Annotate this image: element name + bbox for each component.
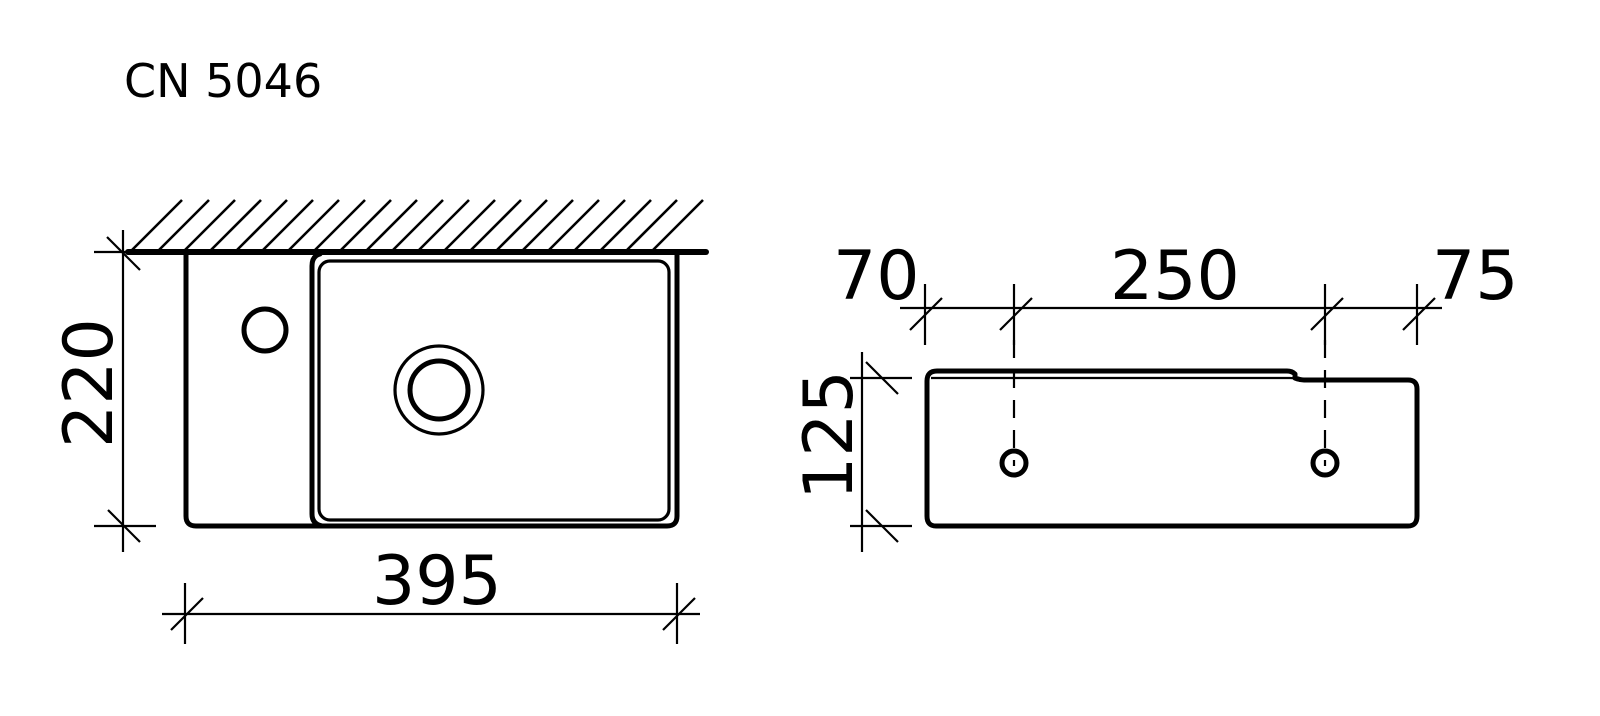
height-dimension-label: 125 <box>790 370 869 500</box>
dimension-chain-top: 70 250 75 <box>833 237 1519 345</box>
left-offset-dimension-label: 70 <box>833 237 920 316</box>
mounting-hole-right <box>1310 448 1340 478</box>
right-offset-dimension-label: 75 <box>1432 237 1519 316</box>
depth-dimension-label: 220 <box>50 318 129 448</box>
bowl-rim <box>317 259 671 522</box>
deck-divider <box>309 251 325 529</box>
side-view: 70 250 75 125 <box>790 237 1519 552</box>
dimension-220: 220 <box>50 230 156 552</box>
wall-hatching <box>130 199 704 252</box>
basin-outline <box>183 251 680 529</box>
dimension-395: 395 <box>162 542 700 644</box>
side-body-outline <box>924 368 1420 529</box>
side-rim-line <box>931 376 1301 382</box>
dimension-125: 125 <box>790 352 912 552</box>
drain <box>393 344 485 436</box>
mounting-hole-left <box>999 448 1029 478</box>
model-code-title: CN 5046 <box>124 54 322 108</box>
top-view: 220 395 <box>50 199 709 644</box>
hole-spacing-dimension-label: 250 <box>1110 237 1240 316</box>
tap-hole <box>241 306 289 354</box>
width-dimension-label: 395 <box>372 542 502 621</box>
